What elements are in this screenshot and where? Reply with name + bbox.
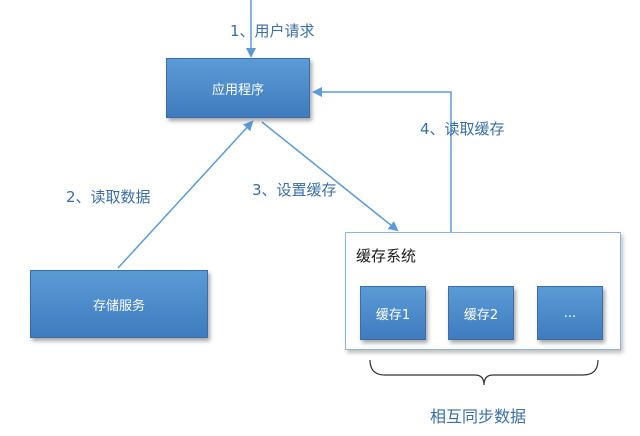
read-data-label: 2、读取数据 — [66, 188, 151, 206]
cache-more-node: ... — [537, 286, 603, 340]
application-label: 应用程序 — [211, 82, 264, 98]
cache-1-node: 缓存1 — [360, 286, 426, 340]
read-data-arrow — [117, 120, 254, 269]
read-cache-label: 4、读取缓存 — [420, 120, 505, 138]
cache-2-label: 缓存2 — [463, 307, 499, 323]
user-request-label: 1、用户请求 — [230, 22, 315, 40]
cache-more-label: ... — [563, 305, 577, 321]
cache-2-node: 缓存2 — [448, 286, 514, 340]
set-cache-label: 3、设置缓存 — [252, 181, 337, 199]
storage-service-node: 存储服务 — [30, 270, 208, 338]
set-cache-arrow — [261, 121, 399, 232]
sync-data-label: 相互同步数据 — [430, 407, 527, 426]
sync-brace — [369, 359, 599, 386]
application-node: 应用程序 — [166, 58, 310, 118]
cache-system-title: 缓存系统 — [356, 247, 417, 265]
storage-service-label: 存储服务 — [92, 298, 145, 314]
cache-1-label: 缓存1 — [375, 307, 411, 323]
read-cache-arrow — [312, 87, 452, 232]
